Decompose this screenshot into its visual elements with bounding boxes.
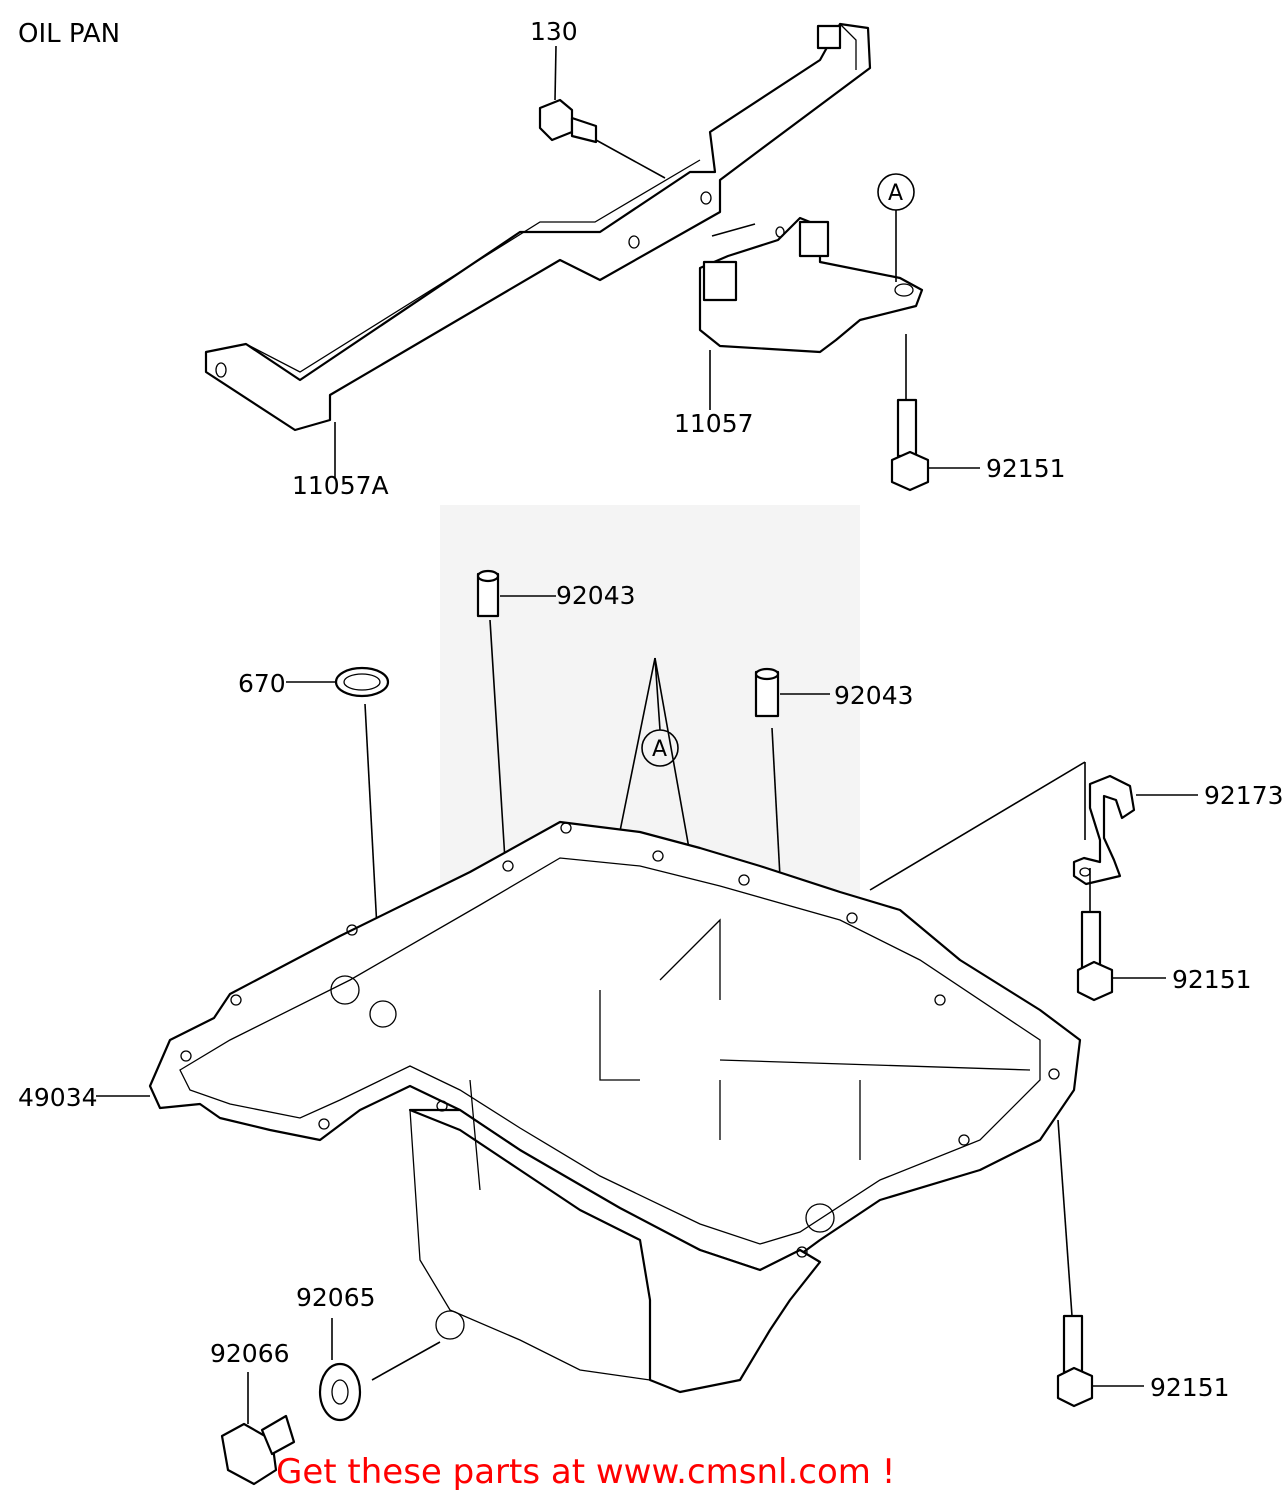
clamp-92173 [869,761,1198,891]
label-92151-mid: 92151 [1172,965,1252,994]
label-92043-left: 92043 [556,581,636,610]
label-92173: 92173 [1204,781,1284,810]
label-11057: 11057 [674,409,754,438]
label-11057a: 11057A [292,471,389,500]
bolt-92151-bottom [1056,1119,1144,1408]
bracket-11057 [698,216,924,410]
label-130: 130 [530,17,578,46]
label-92066: 92066 [210,1339,290,1368]
oil-pan-49034 [96,820,1082,1394]
gasket-92065 [318,1318,441,1422]
promo-link-text[interactable]: Get these parts at www.cmsnl.com ! [276,1452,896,1492]
ref-a-lower: A [652,737,667,762]
bracket-11057a [204,22,872,432]
bolt-92151-top [890,334,980,492]
label-49034: 49034 [18,1083,98,1112]
drain-plug-92066 [220,1372,296,1486]
label-92065: 92065 [296,1283,376,1312]
bolt-130 [538,45,666,179]
label-92151-bottom: 92151 [1150,1373,1230,1402]
label-92043-right: 92043 [834,681,914,710]
dowel-92043-left [476,569,556,861]
bolt-92151-mid [1076,868,1166,1002]
ref-a-top: A [888,181,903,206]
label-670: 670 [238,669,286,698]
diagram-title: OIL PAN [18,19,120,49]
label-92151-top: 92151 [986,454,1066,483]
